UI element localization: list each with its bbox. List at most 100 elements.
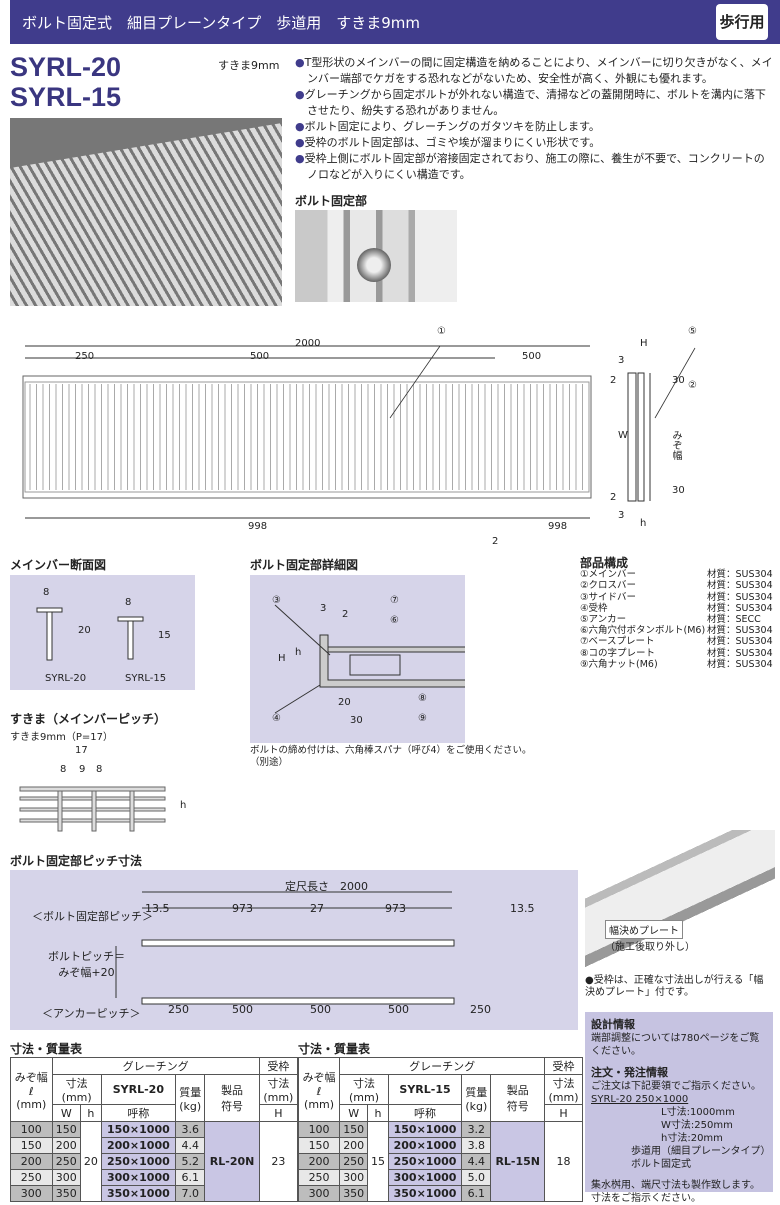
th: h <box>80 1104 102 1122</box>
pitch-sub: すきま9mm（P=17） <box>10 732 113 743</box>
formula-line: みぞ幅+20 <box>58 966 115 979</box>
detail-diagram: ③ ⑦ ⑥ ⑧ ⑨ ④ 3 2 H h 20 30 <box>250 575 469 743</box>
part-row: ③サイドバー材質：SUS304 <box>580 592 775 603</box>
mizo-cell: 250 <box>297 1169 341 1186</box>
th: グレーチング <box>51 1057 260 1075</box>
parts-title: 部品構成 <box>580 556 629 570</box>
anchor-pitch-label: ＜アンカーピッチ＞ <box>42 1007 141 1020</box>
part-name: ③サイドバー <box>580 591 637 603</box>
mass-cell: 7.0 <box>174 1185 206 1202</box>
gap-label: すきま9mm <box>218 59 280 72</box>
part-row: ①メインバー材質：SUS304 <box>580 569 775 580</box>
frame-note: ●受枠は、正確な寸法出しが行える「幅決めプレート」付です。 <box>585 975 764 998</box>
bolt-pitch-label: ＜ボルト固定部ピッチ＞ <box>32 910 153 923</box>
mizo-cell: 250 <box>10 1169 53 1186</box>
plate-label: 幅決めプレート <box>605 920 683 939</box>
mass-cell: 4.4 <box>174 1137 206 1154</box>
th: 寸法 <box>352 1077 375 1090</box>
frame-H-cell: 23 <box>258 1121 299 1202</box>
callout-7: ⑦ <box>390 595 399 606</box>
th: 寸法 <box>65 1077 88 1090</box>
dim-20: 20 <box>78 625 91 636</box>
mass-cell: 6.1 <box>174 1169 206 1186</box>
th: (mm) <box>348 1091 379 1104</box>
order-fix: ボルト固定式 <box>631 1159 691 1170</box>
anchor-dim: 500 <box>310 1003 331 1016</box>
callout-5: ⑤ <box>688 326 697 337</box>
dim-8: 8 <box>96 764 103 775</box>
part-row: ②クロスバー材質：SUS304 <box>580 580 775 591</box>
part-name: ④受枠 <box>580 602 608 614</box>
th: 呼称 <box>387 1104 463 1122</box>
call-cell: 300×1000 <box>100 1169 176 1186</box>
th: (mm) <box>263 1091 294 1104</box>
header-title: ボルト固定式 細目プレーンタイプ 歩道用 すきま9mm <box>22 14 421 32</box>
th: 質量 <box>465 1085 488 1099</box>
th: 呼称 <box>100 1104 176 1122</box>
total-length: 定尺長さ 2000 <box>285 880 368 893</box>
dim-3: 3 <box>618 510 625 521</box>
header-bar: ボルト固定式 細目プレーンタイプ 歩道用 すきま9mm <box>10 0 780 44</box>
part-material: 材質：SUS304 <box>707 636 773 648</box>
th: 質量 <box>179 1085 202 1099</box>
design-text: 端部調整については780ページをご覧ください。 <box>591 1033 760 1057</box>
pitch-diagram <box>19 786 166 832</box>
call-cell: 350×1000 <box>387 1185 463 1202</box>
mass-cell: 3.6 <box>174 1121 206 1138</box>
feature-item: グレーチングから固定ボルトが外れない構造で、清掃などの蓋開閉時に、ボルトを溝内に… <box>295 87 775 119</box>
callout-4: ④ <box>272 713 281 724</box>
th: H <box>544 1104 583 1122</box>
th: ℓ <box>316 1084 322 1098</box>
th: 製品 <box>506 1084 529 1097</box>
th: (mm) <box>16 1097 47 1111</box>
part-material: 材質：SUS304 <box>707 625 773 637</box>
feature-item: 受枠のボルト固定部は、ゴミや埃が溜まりにくい形状です。 <box>295 135 775 151</box>
mizo-cell: 200 <box>10 1153 53 1170</box>
th: みぞ幅 <box>302 1070 336 1084</box>
part-name: ⑦ベースプレート <box>580 636 655 648</box>
anchor-dim: 250 <box>168 1003 189 1016</box>
dim-total: 2000 <box>295 338 321 349</box>
boltpitch-title: ボルト固定部ピッチ寸法 <box>10 854 143 868</box>
feature-item: ボルト固定により、グレーチングのガタツキを防止します。 <box>295 119 775 135</box>
th: 符号 <box>506 1100 529 1113</box>
dim-17: 17 <box>75 745 88 756</box>
h-cell: 15 <box>367 1121 389 1202</box>
callout-1: ① <box>437 326 446 337</box>
th: h <box>367 1104 389 1122</box>
part-row: ⑤アンカー材質：SECC <box>580 614 775 625</box>
detail-note: ボルトの締め付けは、六角棒スパナ（呼び4）をご使用ください。（別途） <box>250 745 532 768</box>
part-row: ⑦ベースプレート 材質：SUS304 <box>580 636 775 647</box>
dim-h: h <box>640 518 647 529</box>
w-cell: 200 <box>51 1137 82 1154</box>
mass-cell: 3.8 <box>461 1137 492 1154</box>
label-syrl15: SYRL-15 <box>125 673 167 684</box>
part-row: ⑧コの字プレート材質：SUS304 <box>580 648 775 659</box>
order-text: ご注文は下記要領でご指示ください。 <box>591 1081 761 1092</box>
mizo-cell: 100 <box>297 1121 341 1138</box>
order-type: 歩道用（細目プレーンタイプ） <box>631 1146 771 1157</box>
th: (mm) <box>61 1091 92 1104</box>
mass-cell: 3.2 <box>461 1121 492 1138</box>
usage-badge: 歩行用 <box>716 4 768 40</box>
th: 受枠 <box>258 1057 299 1075</box>
feature-list: T型形状のメインバーの間に固定構造を納めることにより、メインバーに切り欠きがなく… <box>295 55 775 183</box>
dim-W: W <box>618 430 628 441</box>
dim-500: 500 <box>522 351 542 362</box>
mizo-cell: 100 <box>10 1121 53 1138</box>
w-cell: 250 <box>339 1153 369 1170</box>
mizo-cell: 300 <box>10 1185 53 1202</box>
w-cell: 150 <box>51 1121 82 1138</box>
table-title: 寸法・質量表 <box>298 1042 371 1056</box>
w-cell: 300 <box>51 1169 82 1186</box>
call-cell: 250×1000 <box>100 1153 176 1170</box>
formula-line: ボルトピッチ＝ <box>48 950 125 963</box>
order-code: SYRL-20 250×1000 <box>591 1094 689 1105</box>
dim-250: 250 <box>75 351 95 362</box>
dim-8: 8 <box>125 597 132 608</box>
